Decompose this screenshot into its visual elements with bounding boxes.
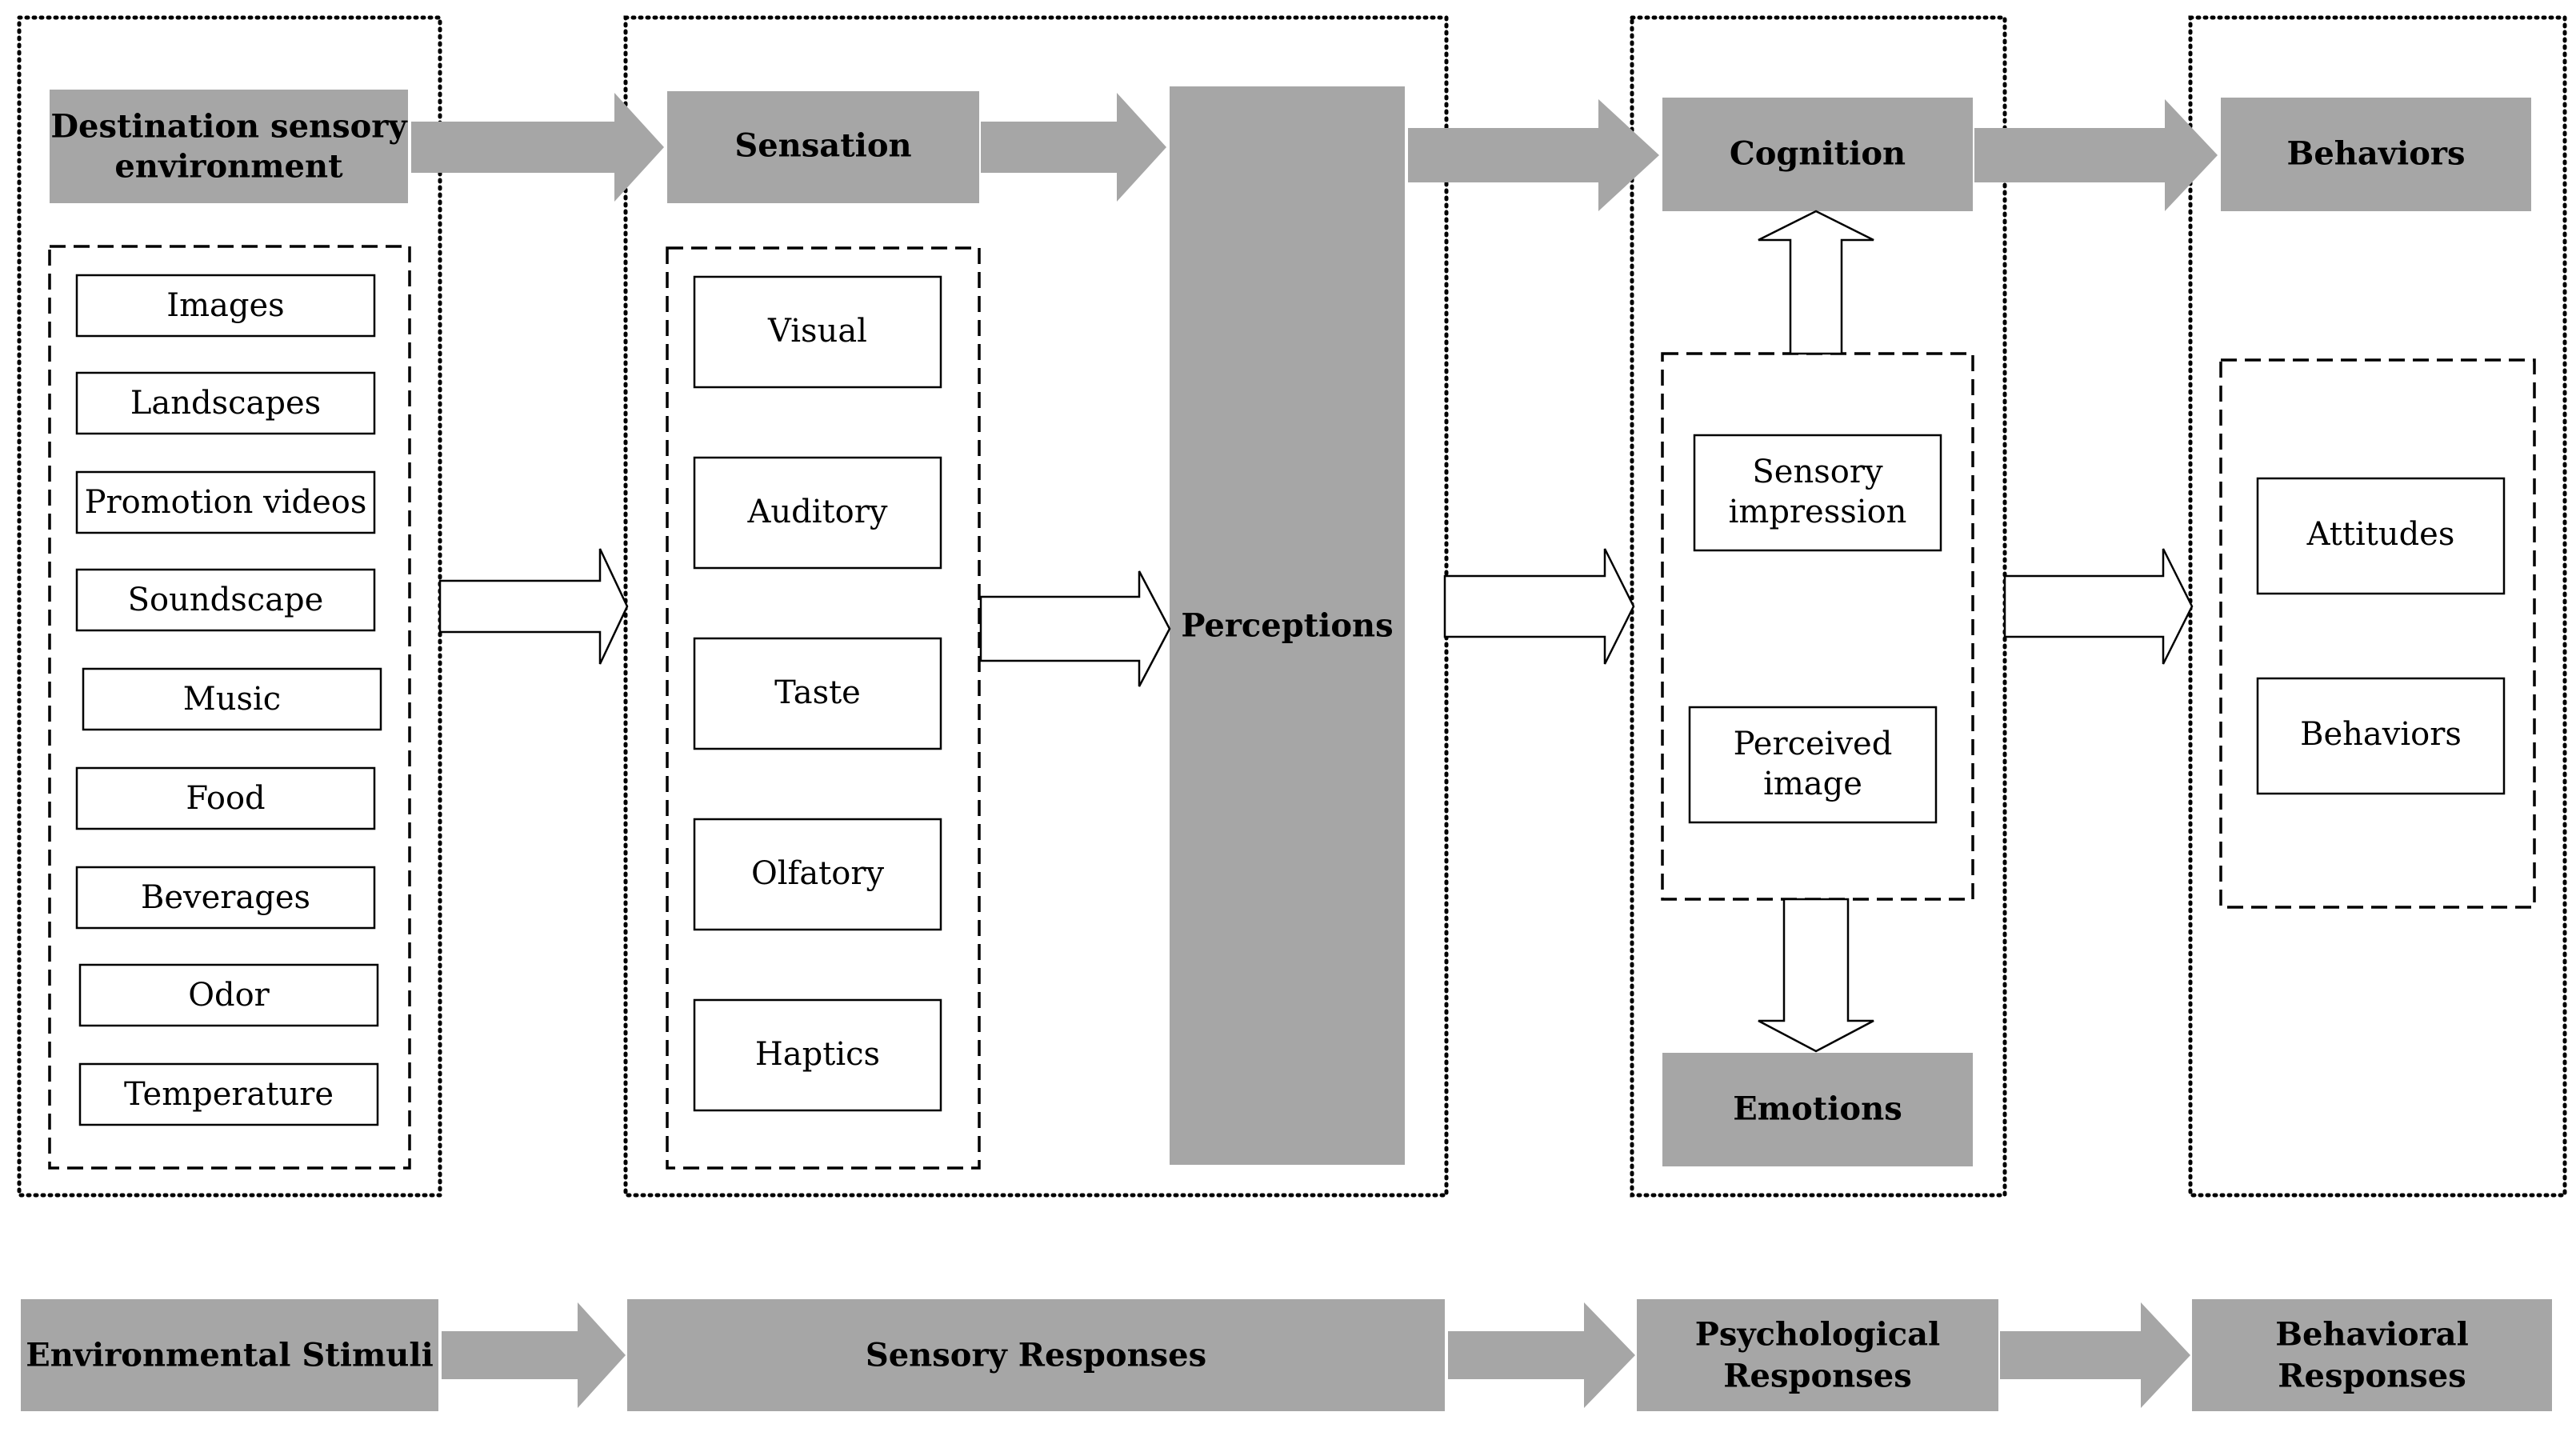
sense-item-olfatory: Olfatory	[693, 818, 942, 931]
behaviors-item-label: Behaviors	[2300, 716, 2462, 753]
bottom-psychological-responses: Psychological Responses	[1637, 1299, 1998, 1411]
behaviors-header-label: Behaviors	[2287, 135, 2466, 173]
sense-item-auditory: Auditory	[693, 456, 942, 570]
sense-label: Auditory	[747, 494, 888, 530]
stimulus-item-soundscape: Soundscape	[75, 568, 376, 632]
perceived-image-line1: Perceived	[1734, 726, 1893, 762]
sense-label: Haptics	[755, 1036, 880, 1073]
arrow-outline-senses-to-perceptions	[979, 570, 1171, 687]
bottom-arrow-2	[1448, 1302, 1635, 1408]
perceptions-label: Perceptions	[1181, 607, 1393, 645]
emotions-label: Emotions	[1733, 1090, 1902, 1128]
sensory-impression-line1: Sensory	[1752, 454, 1883, 490]
arrow-outline-stimuli-to-senses	[438, 548, 629, 665]
destination-sensory-environment-box: Destination sensory environment	[50, 90, 408, 203]
sense-item-visual: Visual	[693, 275, 942, 389]
sense-label: Taste	[774, 674, 861, 711]
bottom-behavioral-line2: Responses	[2278, 1358, 2466, 1395]
stimulus-item-music: Music	[82, 667, 382, 731]
senses-group	[666, 246, 981, 1170]
stimulus-label: Beverages	[141, 879, 310, 916]
arrow-cognition-to-behaviors	[1974, 99, 2218, 211]
bottom-behavioral-line1: Behavioral	[2275, 1316, 2469, 1354]
sensory-impression-box: Sensory impression	[1693, 434, 1942, 552]
arrow-perceptions-to-cognition	[1408, 99, 1659, 211]
attitudes-box: Attitudes	[2256, 477, 2506, 595]
bottom-arrow-1	[442, 1302, 626, 1408]
stimulus-label: Temperature	[124, 1076, 334, 1113]
perceptions-box: Perceptions	[1170, 86, 1405, 1165]
bottom-environmental-label: Environmental Stimuli	[26, 1337, 434, 1374]
sense-item-haptics: Haptics	[693, 998, 942, 1112]
destination-header-line2: environment	[114, 148, 343, 186]
bottom-psychological-line1: Psychological	[1695, 1316, 1940, 1354]
behavior-items-group	[2219, 358, 2536, 909]
arrow-outline-perceptions-to-psychological	[1443, 548, 1635, 665]
arrow-sensation-to-perceptions	[981, 93, 1166, 202]
stimulus-label: Odor	[188, 977, 270, 1014]
destination-header-line1: Destination sensory	[50, 108, 408, 146]
attitudes-label: Attitudes	[2306, 516, 2455, 553]
bottom-sensory-responses: Sensory Responses	[627, 1299, 1445, 1411]
bottom-environmental-stimuli: Environmental Stimuli	[21, 1299, 438, 1411]
stimulus-label: Food	[186, 780, 265, 817]
sensory-impression-line2: impression	[1729, 494, 1907, 530]
cognition-box: Cognition	[1662, 98, 1973, 211]
sense-item-taste: Taste	[693, 637, 942, 750]
stimulus-item-promotion-videos: Promotion videos	[75, 470, 376, 534]
behaviors-box: Behaviors	[2256, 677, 2506, 795]
stimulus-label: Images	[166, 287, 284, 324]
arrow-environment-to-sensation	[411, 93, 664, 202]
stimulus-item-images: Images	[75, 274, 376, 338]
perceived-image-box: Perceived image	[1688, 706, 1938, 824]
stimulus-label: Soundscape	[128, 582, 324, 618]
bottom-psychological-line2: Responses	[1723, 1358, 1911, 1395]
sense-label: Olfatory	[751, 855, 885, 892]
arrow-down-to-emotions	[1758, 898, 1874, 1053]
emotions-box: Emotions	[1662, 1053, 1973, 1166]
stimulus-item-temperature: Temperature	[78, 1062, 379, 1126]
sense-label: Visual	[767, 313, 867, 350]
stimulus-item-odor: Odor	[78, 963, 379, 1027]
arrow-outline-psychological-to-behavioral	[2003, 548, 2194, 665]
stimulus-item-beverages: Beverages	[75, 866, 376, 930]
stimulus-label: Music	[183, 681, 281, 718]
stimulus-label: Promotion videos	[85, 484, 367, 521]
arrow-up-to-cognition	[1758, 210, 1874, 355]
bottom-arrow-3	[2000, 1302, 2190, 1408]
behaviors-header-box: Behaviors	[2221, 98, 2531, 211]
sensation-box: Sensation	[667, 91, 979, 203]
stimulus-item-landscapes: Landscapes	[75, 371, 376, 435]
bottom-sensory-label: Sensory Responses	[866, 1337, 1206, 1374]
stimulus-item-food: Food	[75, 766, 376, 830]
stimuli-items-group	[48, 245, 411, 1170]
sensation-label: Sensation	[734, 127, 911, 165]
bottom-behavioral-responses: Behavioral Responses	[2192, 1299, 2552, 1411]
cognition-label: Cognition	[1730, 135, 1906, 173]
stimulus-label: Landscapes	[130, 385, 321, 422]
perceived-image-line2: image	[1763, 766, 1862, 802]
